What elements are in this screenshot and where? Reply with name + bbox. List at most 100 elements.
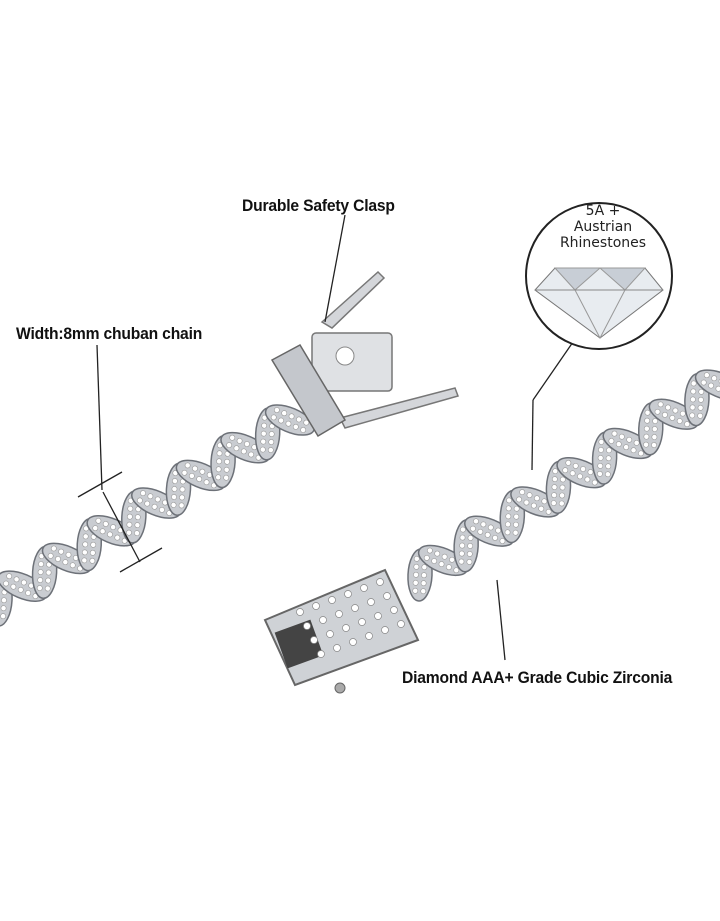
stone <box>665 404 671 411</box>
stone <box>505 505 512 512</box>
stone <box>374 612 382 620</box>
stone <box>127 505 134 512</box>
stone <box>248 451 255 458</box>
stone <box>530 502 537 509</box>
stone <box>333 644 341 652</box>
stone <box>179 486 186 493</box>
stone <box>458 558 465 565</box>
stone <box>0 613 7 620</box>
stone <box>215 474 222 481</box>
stone <box>226 442 233 448</box>
diamond-icon <box>534 267 664 340</box>
stone <box>672 407 679 414</box>
stone <box>136 497 143 504</box>
stone <box>319 616 327 624</box>
stone <box>44 585 51 592</box>
stone <box>134 530 140 537</box>
stone <box>420 588 427 595</box>
stone <box>65 551 72 558</box>
badge-line-3: Rhinestones <box>559 235 647 251</box>
stone <box>216 458 222 465</box>
stone <box>669 415 676 421</box>
stone <box>140 490 146 497</box>
stone <box>467 543 474 549</box>
stone <box>335 610 343 618</box>
stone <box>466 551 473 557</box>
stone <box>473 518 479 525</box>
stone <box>449 556 455 563</box>
stone <box>643 425 650 432</box>
stone <box>618 433 625 440</box>
stone <box>459 534 466 541</box>
stone <box>268 431 275 437</box>
stone <box>623 444 630 451</box>
stone <box>81 557 88 564</box>
stone <box>513 521 519 528</box>
stone <box>591 479 598 486</box>
stone <box>643 441 649 448</box>
stone <box>431 558 438 564</box>
stone <box>604 471 611 478</box>
stone <box>216 450 223 457</box>
stone <box>644 417 651 424</box>
stone <box>351 604 359 612</box>
stone <box>317 650 325 658</box>
stone <box>412 579 419 586</box>
stone <box>107 531 113 538</box>
stone <box>381 626 389 634</box>
stone <box>565 459 572 466</box>
stone <box>358 618 366 626</box>
stone <box>144 500 151 507</box>
stone <box>654 408 661 415</box>
stone <box>689 412 696 419</box>
stone <box>458 550 465 557</box>
stone <box>224 458 230 465</box>
stone <box>423 555 430 561</box>
stone <box>326 630 334 638</box>
stone <box>55 556 61 562</box>
stone <box>181 469 188 476</box>
stone <box>657 401 664 408</box>
stone <box>523 499 530 506</box>
stone <box>676 418 683 424</box>
stone <box>552 468 559 475</box>
stone <box>278 417 284 424</box>
stone <box>413 571 419 578</box>
stone <box>192 465 198 472</box>
stone <box>261 422 268 429</box>
stone <box>551 484 558 491</box>
stone <box>651 442 657 448</box>
stone <box>541 498 548 505</box>
stone <box>597 462 604 469</box>
stone <box>487 524 494 531</box>
stone <box>199 468 206 475</box>
stone <box>0 605 7 612</box>
stone <box>441 553 448 560</box>
stone <box>690 388 697 395</box>
stone <box>102 521 109 527</box>
stone <box>365 632 373 640</box>
stone <box>92 525 99 532</box>
stone <box>684 421 690 427</box>
stone <box>505 521 511 528</box>
stone <box>698 388 705 395</box>
stone <box>545 508 552 515</box>
stone <box>303 419 310 426</box>
stone <box>513 505 520 512</box>
width-callout: Width:8mm chuban chain <box>16 324 203 343</box>
stone <box>426 547 433 554</box>
stone <box>630 447 637 454</box>
stone <box>17 586 24 593</box>
stone <box>506 497 512 504</box>
stone <box>126 529 132 536</box>
stone <box>244 441 250 447</box>
stone <box>292 423 299 430</box>
safety-clasp <box>270 270 459 438</box>
stone <box>551 476 558 483</box>
stone <box>711 375 718 382</box>
stone <box>3 580 9 587</box>
stone <box>718 378 720 385</box>
stone <box>270 414 277 421</box>
stone <box>110 524 117 530</box>
stone <box>126 513 133 520</box>
